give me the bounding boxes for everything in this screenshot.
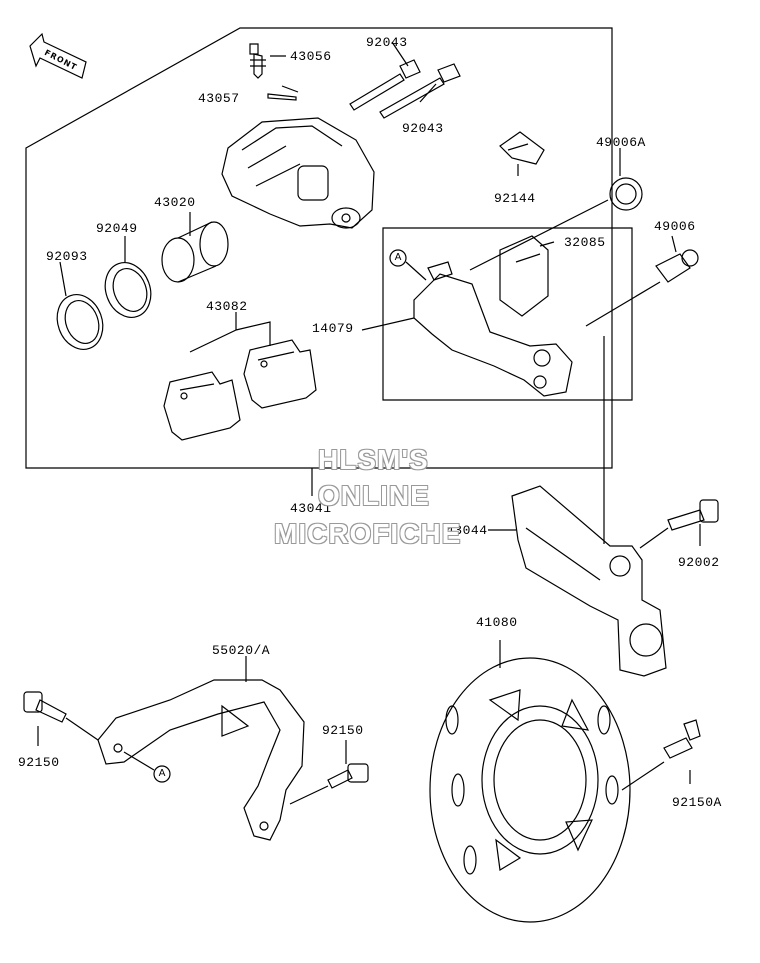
caliper-pin-lower — [380, 64, 460, 118]
label-32085: 32085 — [564, 235, 606, 250]
label-92150-left: 92150 — [18, 755, 60, 770]
label-92150-mid: 92150 — [322, 723, 364, 738]
ref-marker-guard: A — [158, 768, 166, 779]
leaders-upper — [270, 42, 676, 252]
label-92150a: 92150A — [672, 795, 722, 810]
label-92043-bottom: 92043 — [402, 121, 444, 136]
label-55020a: 55020/A — [212, 643, 271, 658]
assembly-outline — [26, 28, 612, 468]
front-arrow-icon — [30, 34, 86, 78]
caliper-body — [222, 118, 374, 228]
label-43082: 43082 — [206, 299, 248, 314]
brake-disc — [430, 640, 630, 922]
bleed-valve — [250, 44, 266, 78]
watermark-line-1: HLSM'S — [318, 444, 429, 475]
bracket-box — [383, 228, 632, 400]
bolt-92150a — [622, 720, 700, 790]
label-92043-top: 92043 — [366, 35, 408, 50]
brake-pad-front — [164, 372, 240, 440]
leader-pads — [190, 312, 270, 352]
label-43020: 43020 — [154, 195, 196, 210]
label-43057: 43057 — [198, 91, 240, 106]
caliper-bracket — [414, 262, 572, 396]
label-14079: 14079 — [312, 321, 354, 336]
boot-49006a — [610, 178, 642, 210]
pad-holder — [500, 236, 548, 316]
label-49006: 49006 — [654, 219, 696, 234]
retainer-plate — [268, 94, 296, 100]
watermark-line-2: ONLINE — [318, 480, 430, 511]
label-43056: 43056 — [290, 49, 332, 64]
boot-49006 — [656, 250, 698, 282]
watermark-line-3: MICROFICHE — [274, 518, 462, 549]
bolt-92150-mid — [290, 740, 368, 804]
label-43044: 43044 — [446, 523, 488, 538]
dust-seal — [50, 288, 110, 356]
piston — [162, 222, 228, 282]
ref-circle-bracket — [390, 250, 406, 266]
brake-pad-rear — [244, 340, 316, 408]
label-49006a: 49006A — [596, 135, 646, 150]
bolt-92002 — [640, 500, 718, 548]
label-92093: 92093 — [46, 249, 88, 264]
bolt-92150-left — [24, 692, 98, 746]
label-92144: 92144 — [494, 191, 536, 206]
label-41080: 41080 — [476, 615, 518, 630]
label-43041: 43041 — [290, 501, 332, 516]
piston-seal — [98, 256, 158, 324]
caliper-guard — [98, 656, 304, 840]
label-92049: 92049 — [96, 221, 138, 236]
ref-marker-bracket: A — [394, 252, 402, 263]
caliper-pin-upper — [350, 60, 420, 110]
leaders-assembly — [312, 200, 660, 544]
pad-spring — [500, 132, 544, 164]
leaders-left — [60, 212, 190, 296]
label-92002: 92002 — [678, 555, 720, 570]
torque-link — [512, 486, 666, 676]
ref-circle-guard — [154, 766, 170, 782]
